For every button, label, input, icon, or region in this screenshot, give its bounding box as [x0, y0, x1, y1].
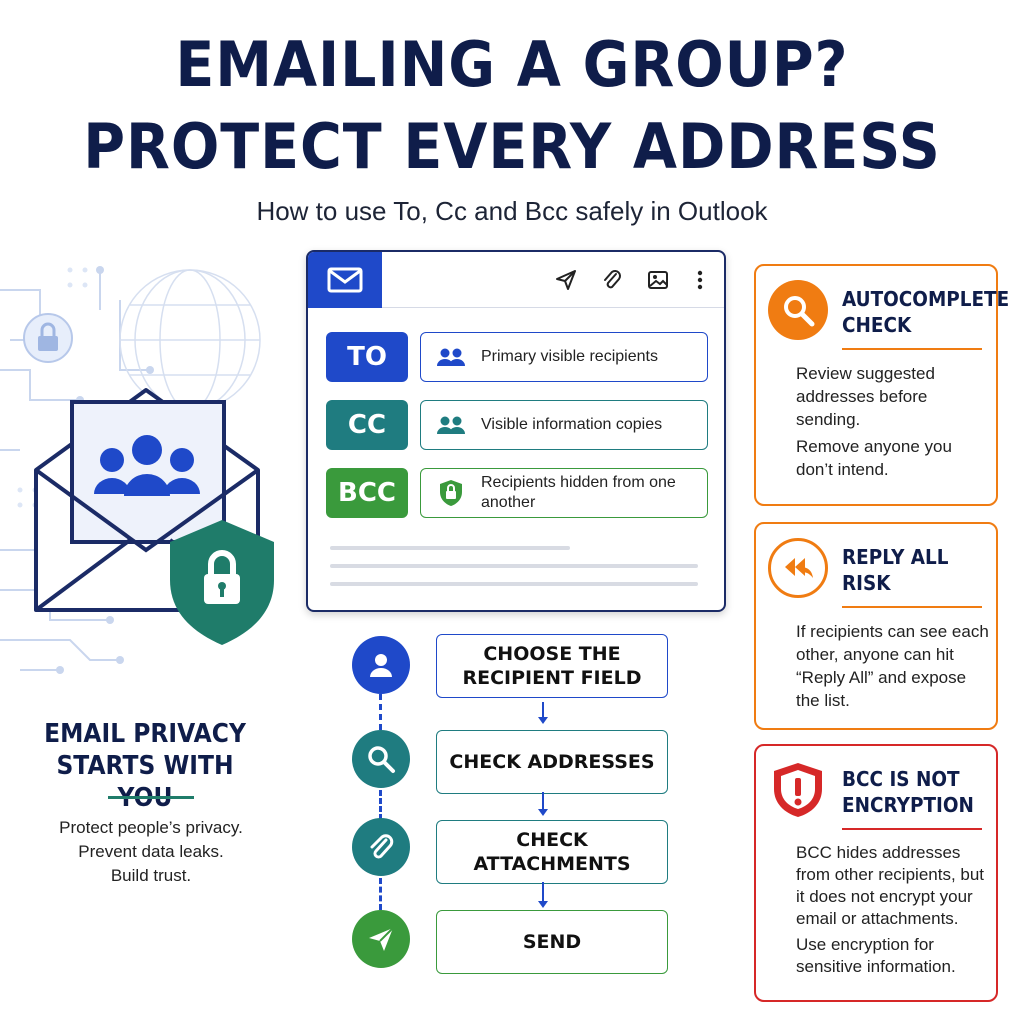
arrow-down-icon [538, 792, 548, 816]
to-field[interactable]: Primary visible recipients [420, 332, 708, 382]
card-paragraph: If recipients can see each other, anyone… [796, 622, 989, 710]
send-icon [352, 910, 410, 968]
card-divider [842, 606, 982, 608]
left-panel-line: Protect people’s privacy. [59, 818, 243, 837]
shield-lock-icon [170, 520, 274, 645]
step-connector [379, 878, 383, 910]
email-compose-window: TO Primary visible recipients CC Visible… [306, 250, 726, 612]
cc-field-label: Visible information copies [481, 416, 663, 433]
left-panel-line: Prevent data leaks. [78, 842, 224, 861]
paperclip-icon [352, 818, 410, 876]
left-panel-line: Build trust. [110, 866, 192, 885]
body-placeholder-line [330, 564, 698, 568]
bcc-tag[interactable]: BCC [326, 468, 408, 518]
arrow-down-icon [538, 702, 548, 724]
reply-all-icon [768, 538, 828, 598]
step-connector [379, 694, 383, 730]
people-icon [421, 415, 481, 435]
autocomplete-check-card: AUTOCOMPLETE CHECK Review suggested addr… [754, 264, 1010, 506]
card-divider [842, 348, 982, 350]
search-icon [352, 730, 410, 788]
step-send: SEND [436, 910, 668, 974]
to-tag[interactable]: TO [326, 332, 408, 382]
step-choose-recipient-field: CHOOSE THE RECIPIENT FIELD [436, 634, 668, 698]
body-placeholder-line [330, 546, 570, 550]
more-vertical-icon[interactable] [686, 266, 714, 294]
circuit-background-illustration [0, 266, 274, 674]
headline-line-2: PROTECT EVERY ADDRESS [83, 110, 941, 183]
cc-tag[interactable]: CC [326, 400, 408, 450]
card-body: Review suggested addresses before sendin… [796, 362, 992, 485]
to-field-row: TO Primary visible recipients [326, 332, 710, 384]
card-paragraph: Remove anyone you don’t intend. [796, 437, 952, 479]
step-check-addresses: CHECK ADDRESSES [436, 730, 668, 794]
card-paragraph: Review suggested addresses before sendin… [796, 364, 935, 429]
card-body: If recipients can see each other, anyone… [796, 620, 992, 716]
open-envelope-icon [34, 388, 260, 612]
step-check-attachments: CHECK ATTACHMENTS [436, 820, 668, 884]
bcc-field[interactable]: Recipients hidden from one another [420, 468, 708, 518]
left-panel-divider [108, 796, 194, 799]
card-title: REPLY ALL RISK [842, 545, 949, 595]
subtitle: How to use To, Cc and Bcc safely in Outl… [256, 196, 768, 226]
to-field-label: Primary visible recipients [481, 348, 658, 365]
arrow-down-icon [538, 882, 548, 908]
card-paragraph: BCC hides addresses from other recipient… [796, 843, 985, 928]
card-divider [842, 828, 982, 830]
bcc-not-encryption-card: BCC IS NOT ENCRYPTION BCC hides addresse… [754, 744, 998, 1002]
shield-lock-icon [421, 479, 481, 507]
bcc-field-label: Recipients hidden from one another [481, 474, 676, 511]
search-icon [768, 280, 828, 340]
people-icon [421, 347, 481, 367]
left-panel-text: Protect people’s privacy. Prevent data l… [30, 816, 272, 888]
shield-alert-icon [768, 760, 828, 820]
headline-line-1: EMAILING A GROUP? [175, 28, 849, 101]
bcc-field-row: BCC Recipients hidden from one another [326, 468, 710, 520]
cc-field[interactable]: Visible information copies [420, 400, 708, 450]
paperclip-icon[interactable] [598, 266, 626, 294]
mail-icon [308, 252, 382, 308]
window-toolbar [308, 252, 724, 308]
card-paragraph: Use encryption for sensitive information… [796, 935, 956, 976]
send-icon[interactable] [552, 266, 580, 294]
card-title: AUTOCOMPLETE CHECK [842, 287, 1010, 337]
user-icon [352, 636, 410, 694]
body-placeholder-line [330, 582, 698, 586]
left-panel-title: EMAIL PRIVACY STARTS WITH YOU [44, 719, 246, 813]
image-icon[interactable] [644, 266, 672, 294]
card-title: BCC IS NOT ENCRYPTION [842, 767, 974, 817]
card-body: BCC hides addresses from other recipient… [796, 842, 992, 982]
step-connector [379, 790, 383, 820]
reply-all-risk-card: REPLY ALL RISK If recipients can see eac… [754, 522, 998, 730]
cc-field-row: CC Visible information copies [326, 400, 710, 452]
